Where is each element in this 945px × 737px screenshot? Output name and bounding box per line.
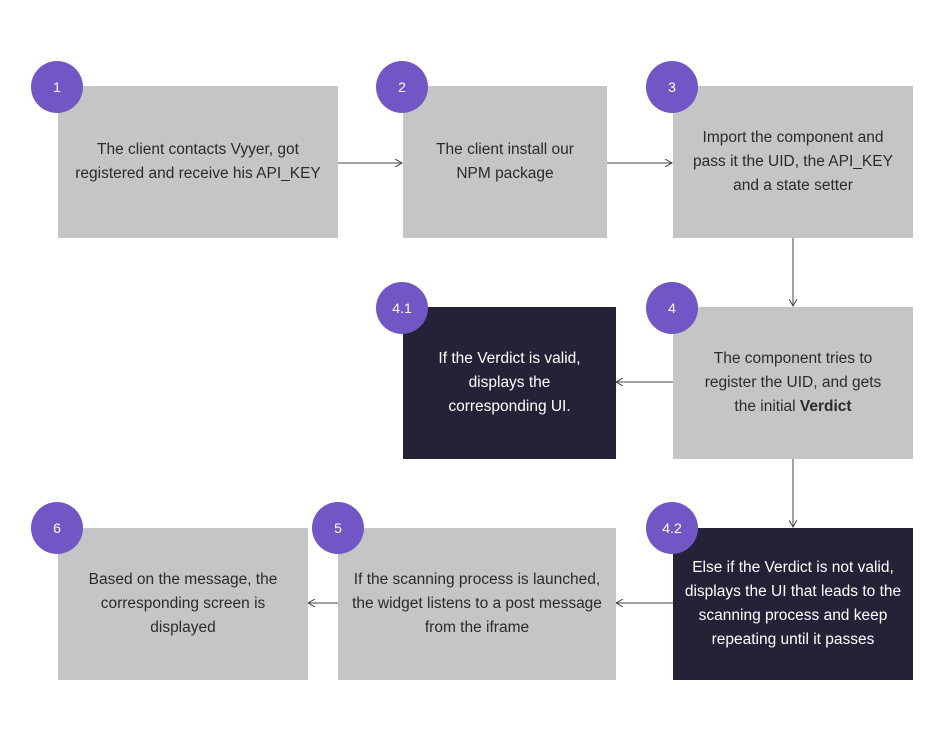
step-4-1-badge: 4.1 (376, 282, 428, 334)
step-5-text: If the scanning process is launched, the… (352, 571, 602, 636)
step-4-2-box: Else if the Verdict is not valid, displa… (673, 528, 913, 680)
step-2-box: The client install our NPM package (403, 86, 607, 238)
step-1-text: The client contacts Vyyer, got registere… (75, 141, 321, 182)
step-1-badge: 1 (31, 61, 83, 113)
step-4-badge: 4 (646, 282, 698, 334)
step-3-box: Import the component and pass it the UID… (673, 86, 913, 238)
step-6-badge: 6 (31, 502, 83, 554)
step-4-1-text: If the Verdict is valid, displays the co… (438, 350, 581, 415)
step-4-text: The component tries to register the UID,… (695, 347, 891, 419)
step-1-box: The client contacts Vyyer, got registere… (58, 86, 338, 238)
step-5-box: If the scanning process is launched, the… (338, 528, 616, 680)
step-4-box: The component tries to register the UID,… (673, 307, 913, 459)
step-4-1-box: If the Verdict is valid, displays the co… (403, 307, 616, 459)
step-6-text: Based on the message, the corresponding … (88, 571, 278, 636)
step-6-box: Based on the message, the corresponding … (58, 528, 308, 680)
step-3-text: Import the component and pass it the UID… (693, 129, 893, 194)
step-2-text: The client install our NPM package (436, 141, 574, 182)
step-4-text-bold: Verdict (799, 398, 852, 415)
step-5-badge: 5 (312, 502, 364, 554)
step-4-2-badge: 4.2 (646, 502, 698, 554)
step-2-badge: 2 (376, 61, 428, 113)
step-4-text-main: The component tries to register the UID,… (704, 350, 882, 415)
step-3-badge: 3 (646, 61, 698, 113)
step-4-2-text: Else if the Verdict is not valid, displa… (684, 559, 902, 648)
